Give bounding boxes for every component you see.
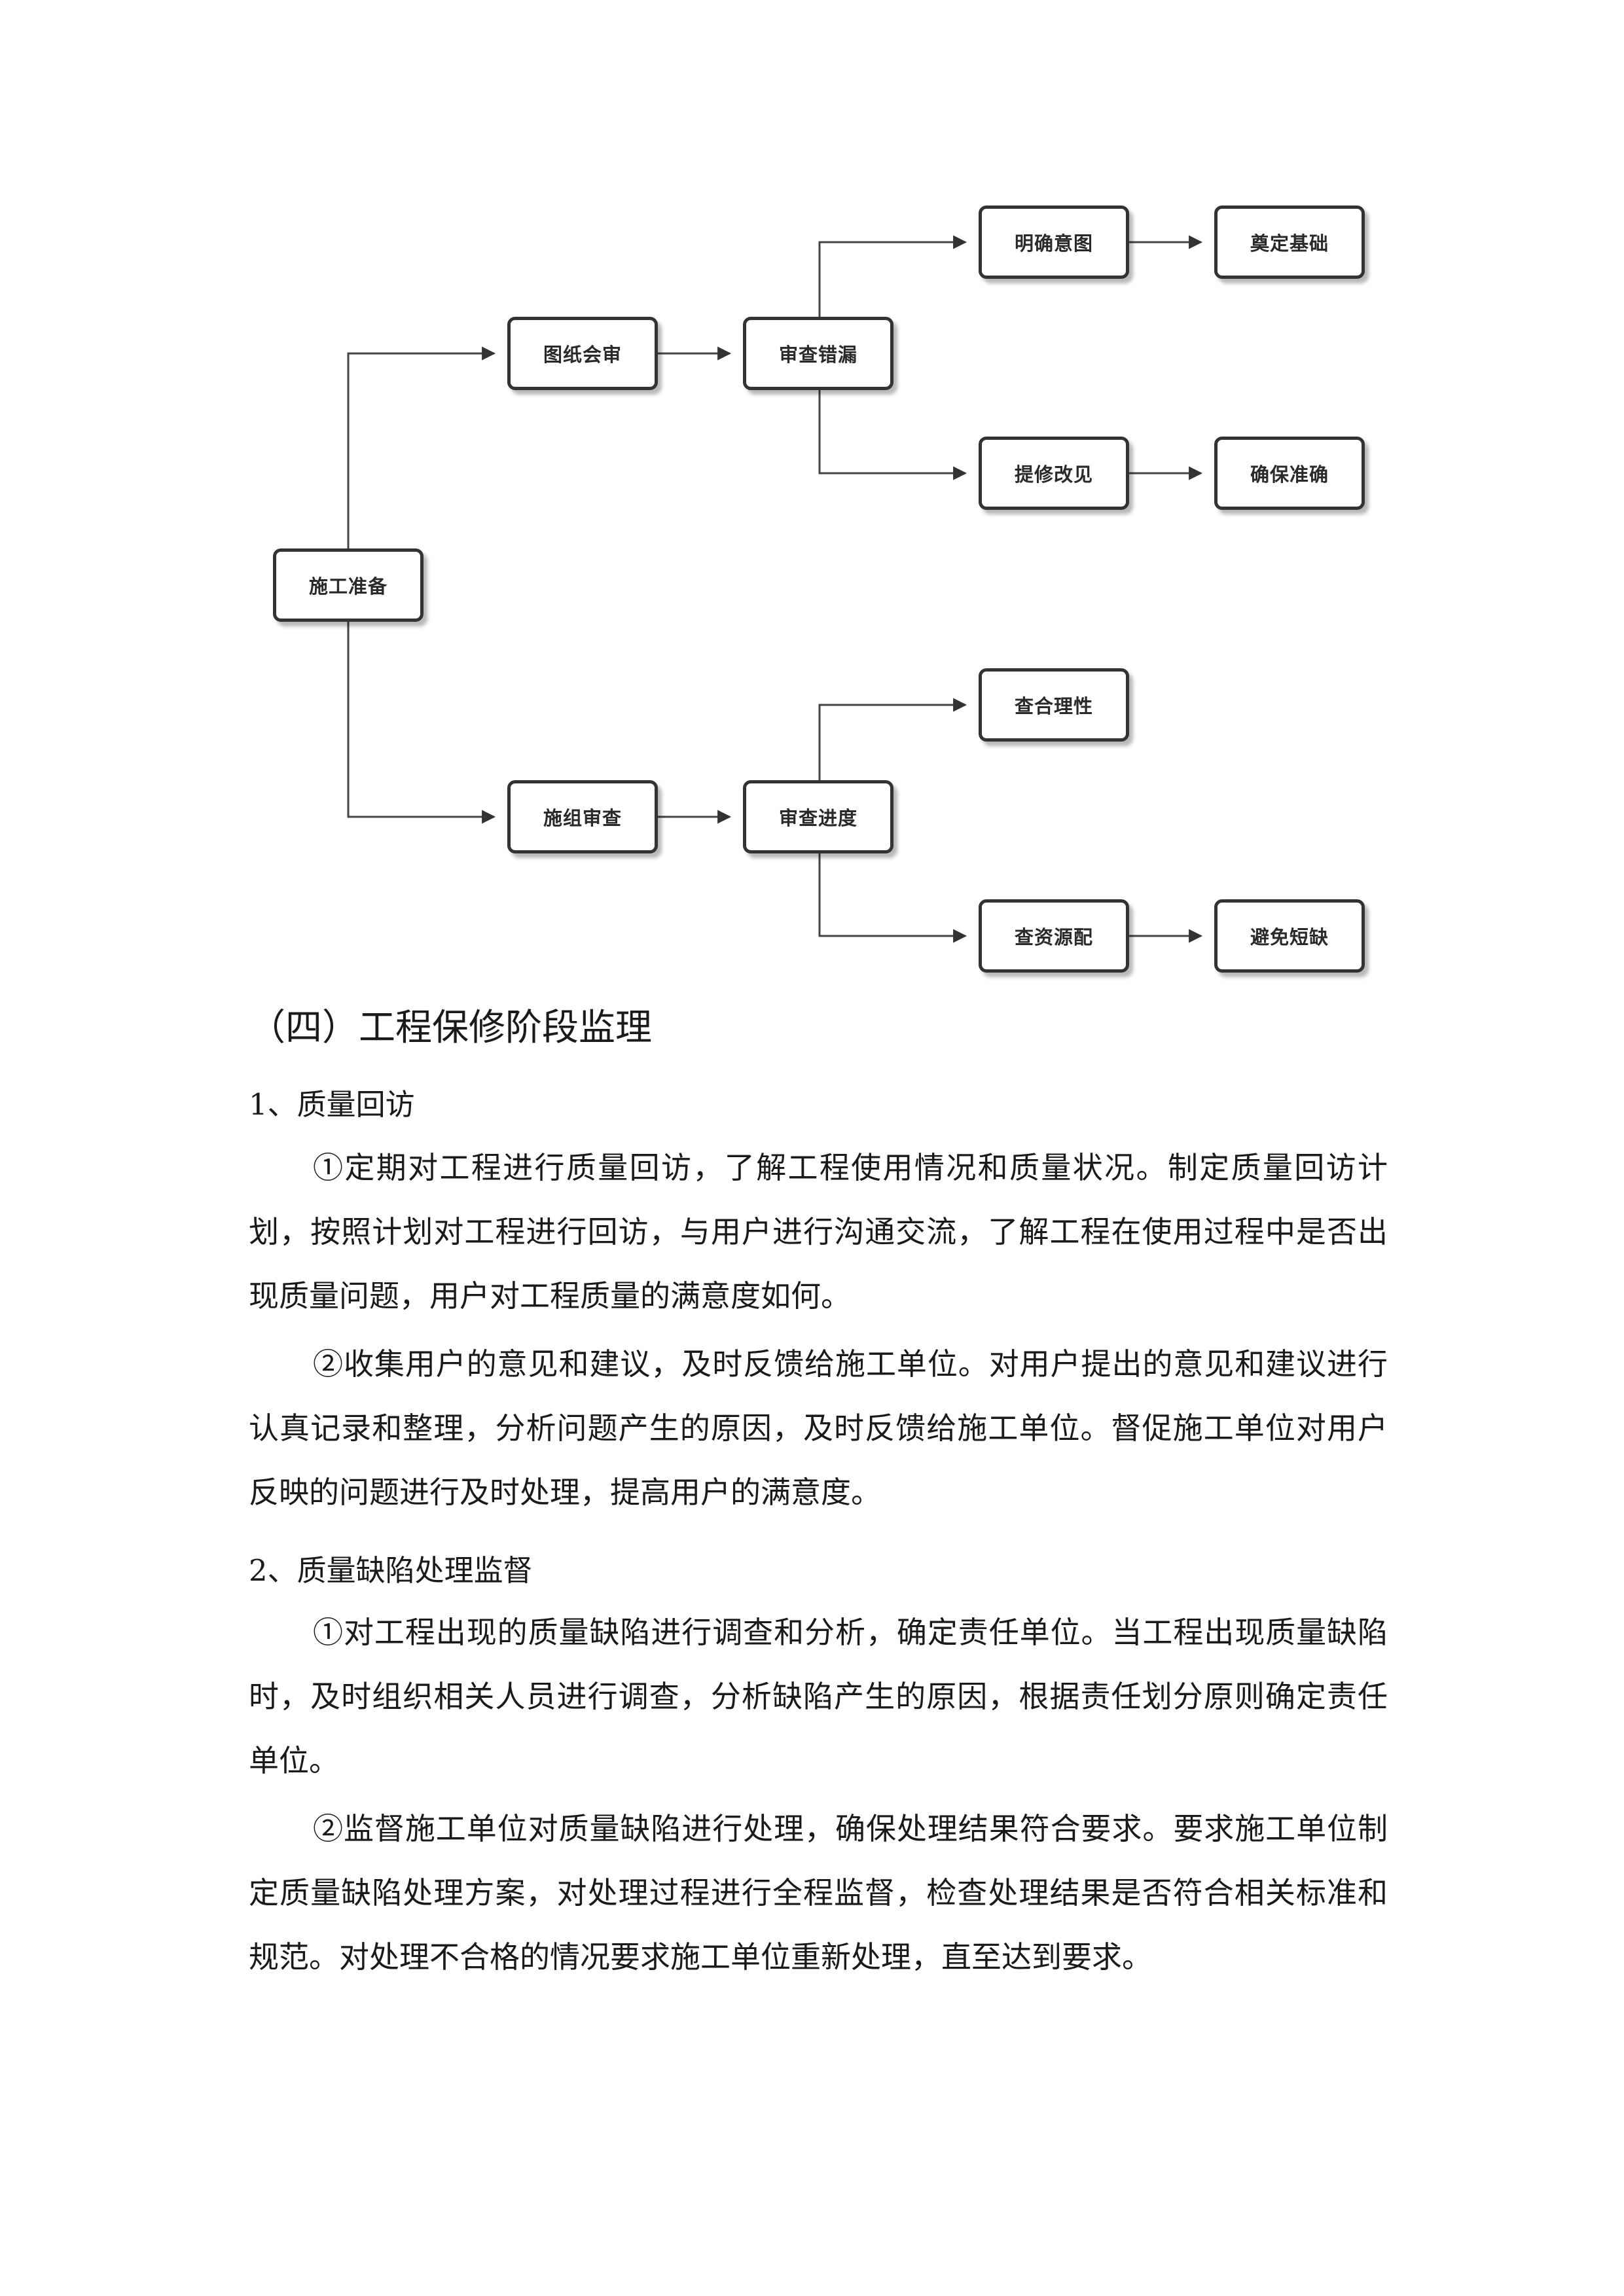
paragraph-quality-revisit-1: ①定期对工程进行质量回访，了解工程使用情况和质量状况。制定质量回访计划，按照计划… xyxy=(249,1150,1388,1314)
edge-check-errors-to-clarify-intent xyxy=(818,235,967,317)
edge-check-schedule-to-check-rationality xyxy=(818,698,967,780)
paragraph-quality-revisit-2: ②收集用户的意见和建议，及时反馈给施工单位。对用户提出的意见和建议进行认真记录和… xyxy=(249,1346,1388,1510)
node-construction-prep: 施工准备 xyxy=(273,548,424,622)
paragraph-defect-supervision-2: ②监督施工单位对质量缺陷进行处理，确保处理结果符合要求。要求施工单位制定质量缺陷… xyxy=(249,1811,1388,1975)
node-ensure-accuracy: 确保准确 xyxy=(1214,437,1365,510)
node-check-rationality: 查合理性 xyxy=(979,668,1129,742)
section-heading: （四）工程保修阶段监理 xyxy=(249,1007,652,1049)
subheading-defect-supervision: 2、质量缺陷处理监督 xyxy=(249,1553,533,1588)
node-check-resources: 查资源配 xyxy=(979,899,1129,973)
subheading-quality-revisit: 1、质量回访 xyxy=(249,1087,415,1122)
node-clarify-intent: 明确意图 xyxy=(979,206,1129,279)
node-drawing-review: 图纸会审 xyxy=(507,317,658,390)
edge-check-errors-to-propose-changes xyxy=(818,390,967,480)
node-propose-changes: 提修改见 xyxy=(979,437,1129,510)
node-lay-foundation: 奠定基础 xyxy=(1214,206,1365,279)
edge-prep-to-org-review xyxy=(347,622,496,824)
edge-prep-to-drawing-review xyxy=(347,346,496,548)
node-check-errors: 审查错漏 xyxy=(743,317,893,390)
construction-prep-flowchart: 施工准备 图纸会审 审查错漏 明确意图 奠定基础 提修改见 确保准确 施组审查 … xyxy=(249,177,1375,988)
flowchart-connectors xyxy=(347,235,1203,943)
paragraph-defect-supervision-1: ①对工程出现的质量缺陷进行调查和分析，确定责任单位。当工程出现质量缺陷时，及时组… xyxy=(249,1615,1388,1778)
node-avoid-shortage: 避免短缺 xyxy=(1214,899,1365,973)
node-org-review: 施组审查 xyxy=(507,780,658,853)
edge-check-schedule-to-check-resources xyxy=(818,853,967,943)
node-check-schedule: 审查进度 xyxy=(743,780,893,853)
